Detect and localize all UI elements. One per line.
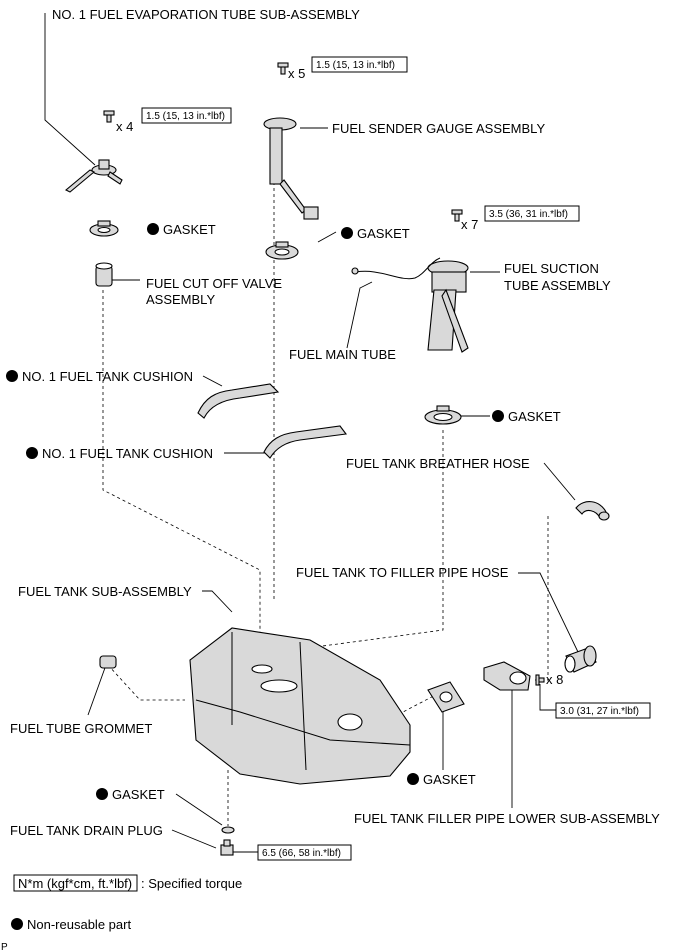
tank-cushion-label-2: NO. 1 FUEL TANK CUSHION bbox=[42, 446, 213, 461]
breather-hose-label: FUEL TANK BREATHER HOSE bbox=[346, 456, 530, 471]
fuel-suction-tube-part bbox=[351, 257, 469, 353]
drain-torque-value: 6.5 (66, 58 in.*lbf) bbox=[262, 848, 341, 859]
suction-tube-label-line1: FUEL SUCTION bbox=[504, 261, 599, 276]
drain-plug-part bbox=[220, 839, 234, 856]
nonreusable-marker-icon bbox=[6, 370, 18, 382]
tank-cushion-2-part bbox=[263, 425, 348, 459]
sender-gauge-label: FUEL SENDER GAUGE ASSEMBLY bbox=[332, 121, 545, 136]
evap-screws bbox=[103, 110, 115, 123]
legend-torque-box bbox=[13, 874, 138, 892]
cut-off-valve-label-line1: FUEL CUT OFF VALVE bbox=[146, 276, 282, 291]
gasket-label-1: GASKET bbox=[163, 222, 216, 237]
fuel-sender-gauge-part bbox=[263, 117, 319, 220]
legend-torque-units: N*m (kgf*cm, ft.*lbf) bbox=[18, 876, 132, 891]
gasket-label-5: GASKET bbox=[112, 787, 165, 802]
gasket-label-4: GASKET bbox=[423, 772, 476, 787]
evap-torque-value: 1.5 (15, 13 in.*lbf) bbox=[146, 111, 225, 122]
sender-torque-value: 1.5 (15, 13 in.*lbf) bbox=[316, 60, 395, 71]
fuel-cut-off-valve-part bbox=[95, 262, 113, 287]
gasket-label-2: GASKET bbox=[357, 226, 410, 241]
evap-torque-box bbox=[141, 107, 232, 124]
suction-tube-label-line2: TUBE ASSEMBLY bbox=[504, 278, 611, 293]
tube-grommet-label: FUEL TUBE GROMMET bbox=[10, 721, 152, 736]
filler-gasket-part bbox=[427, 681, 465, 713]
suction-torque-value: 3.5 (36, 31 in.*lbf) bbox=[489, 209, 568, 220]
suction-gasket-part bbox=[424, 405, 462, 425]
filler-pipe-lower-label: FUEL TANK FILLER PIPE LOWER SUB-ASSEMBLY bbox=[354, 811, 660, 826]
sender-screws bbox=[277, 62, 289, 75]
suction-screw-count: x 7 bbox=[461, 217, 478, 232]
filler-torque-box bbox=[555, 702, 651, 719]
filler-torque-value: 3.0 (31, 27 in.*lbf) bbox=[560, 706, 639, 717]
nonreusable-marker-icon bbox=[147, 223, 159, 235]
filler-pipe-hose-part bbox=[564, 645, 597, 673]
cut-off-valve-label-line2: ASSEMBLY bbox=[146, 292, 215, 307]
tank-cushion-label-1: NO. 1 FUEL TANK CUSHION bbox=[22, 369, 193, 384]
evap-tube-label: NO. 1 FUEL EVAPORATION TUBE SUB-ASSEMBLY bbox=[52, 7, 360, 22]
fuel-tube-grommet-part bbox=[99, 655, 117, 669]
suction-screws bbox=[451, 209, 463, 222]
suction-torque-box bbox=[484, 205, 580, 222]
nonreusable-marker-icon bbox=[341, 227, 353, 239]
sender-screw-count: x 5 bbox=[288, 66, 305, 81]
fuel-tank-part bbox=[189, 627, 411, 785]
nonreusable-marker-icon bbox=[407, 773, 419, 785]
evap-gasket-part bbox=[89, 220, 119, 237]
nonreusable-marker-icon bbox=[26, 447, 38, 459]
sender-gasket-part bbox=[265, 241, 299, 260]
nonreusable-marker-icon bbox=[492, 410, 504, 422]
evap-tube-part bbox=[65, 159, 123, 193]
drain-gasket-part bbox=[221, 826, 235, 834]
breather-hose-part bbox=[575, 501, 610, 521]
gasket-label-3: GASKET bbox=[508, 409, 561, 424]
leader-lines bbox=[44, 13, 579, 849]
tank-cushion-1-part bbox=[197, 383, 280, 419]
evap-screw-count: x 4 bbox=[116, 119, 133, 134]
filler-screw-count: x 8 bbox=[546, 672, 563, 687]
drain-torque-box bbox=[257, 844, 352, 861]
main-tube-label: FUEL MAIN TUBE bbox=[289, 347, 396, 362]
filler-pipe-hose-label: FUEL TANK TO FILLER PIPE HOSE bbox=[296, 565, 509, 580]
sender-torque-box bbox=[311, 56, 408, 73]
nonreusable-marker-icon bbox=[96, 788, 108, 800]
filler-screws bbox=[535, 674, 545, 686]
corner-mark: P bbox=[1, 942, 8, 952]
drain-plug-label: FUEL TANK DRAIN PLUG bbox=[10, 823, 163, 838]
tank-sub-label: FUEL TANK SUB-ASSEMBLY bbox=[18, 584, 192, 599]
filler-pipe-lower-part bbox=[483, 661, 531, 691]
legend-nonreusable-text: Non-reusable part bbox=[27, 917, 131, 932]
legend-torque-desc: : Specified torque bbox=[141, 876, 242, 891]
legend-nonreusable-icon bbox=[11, 918, 23, 930]
